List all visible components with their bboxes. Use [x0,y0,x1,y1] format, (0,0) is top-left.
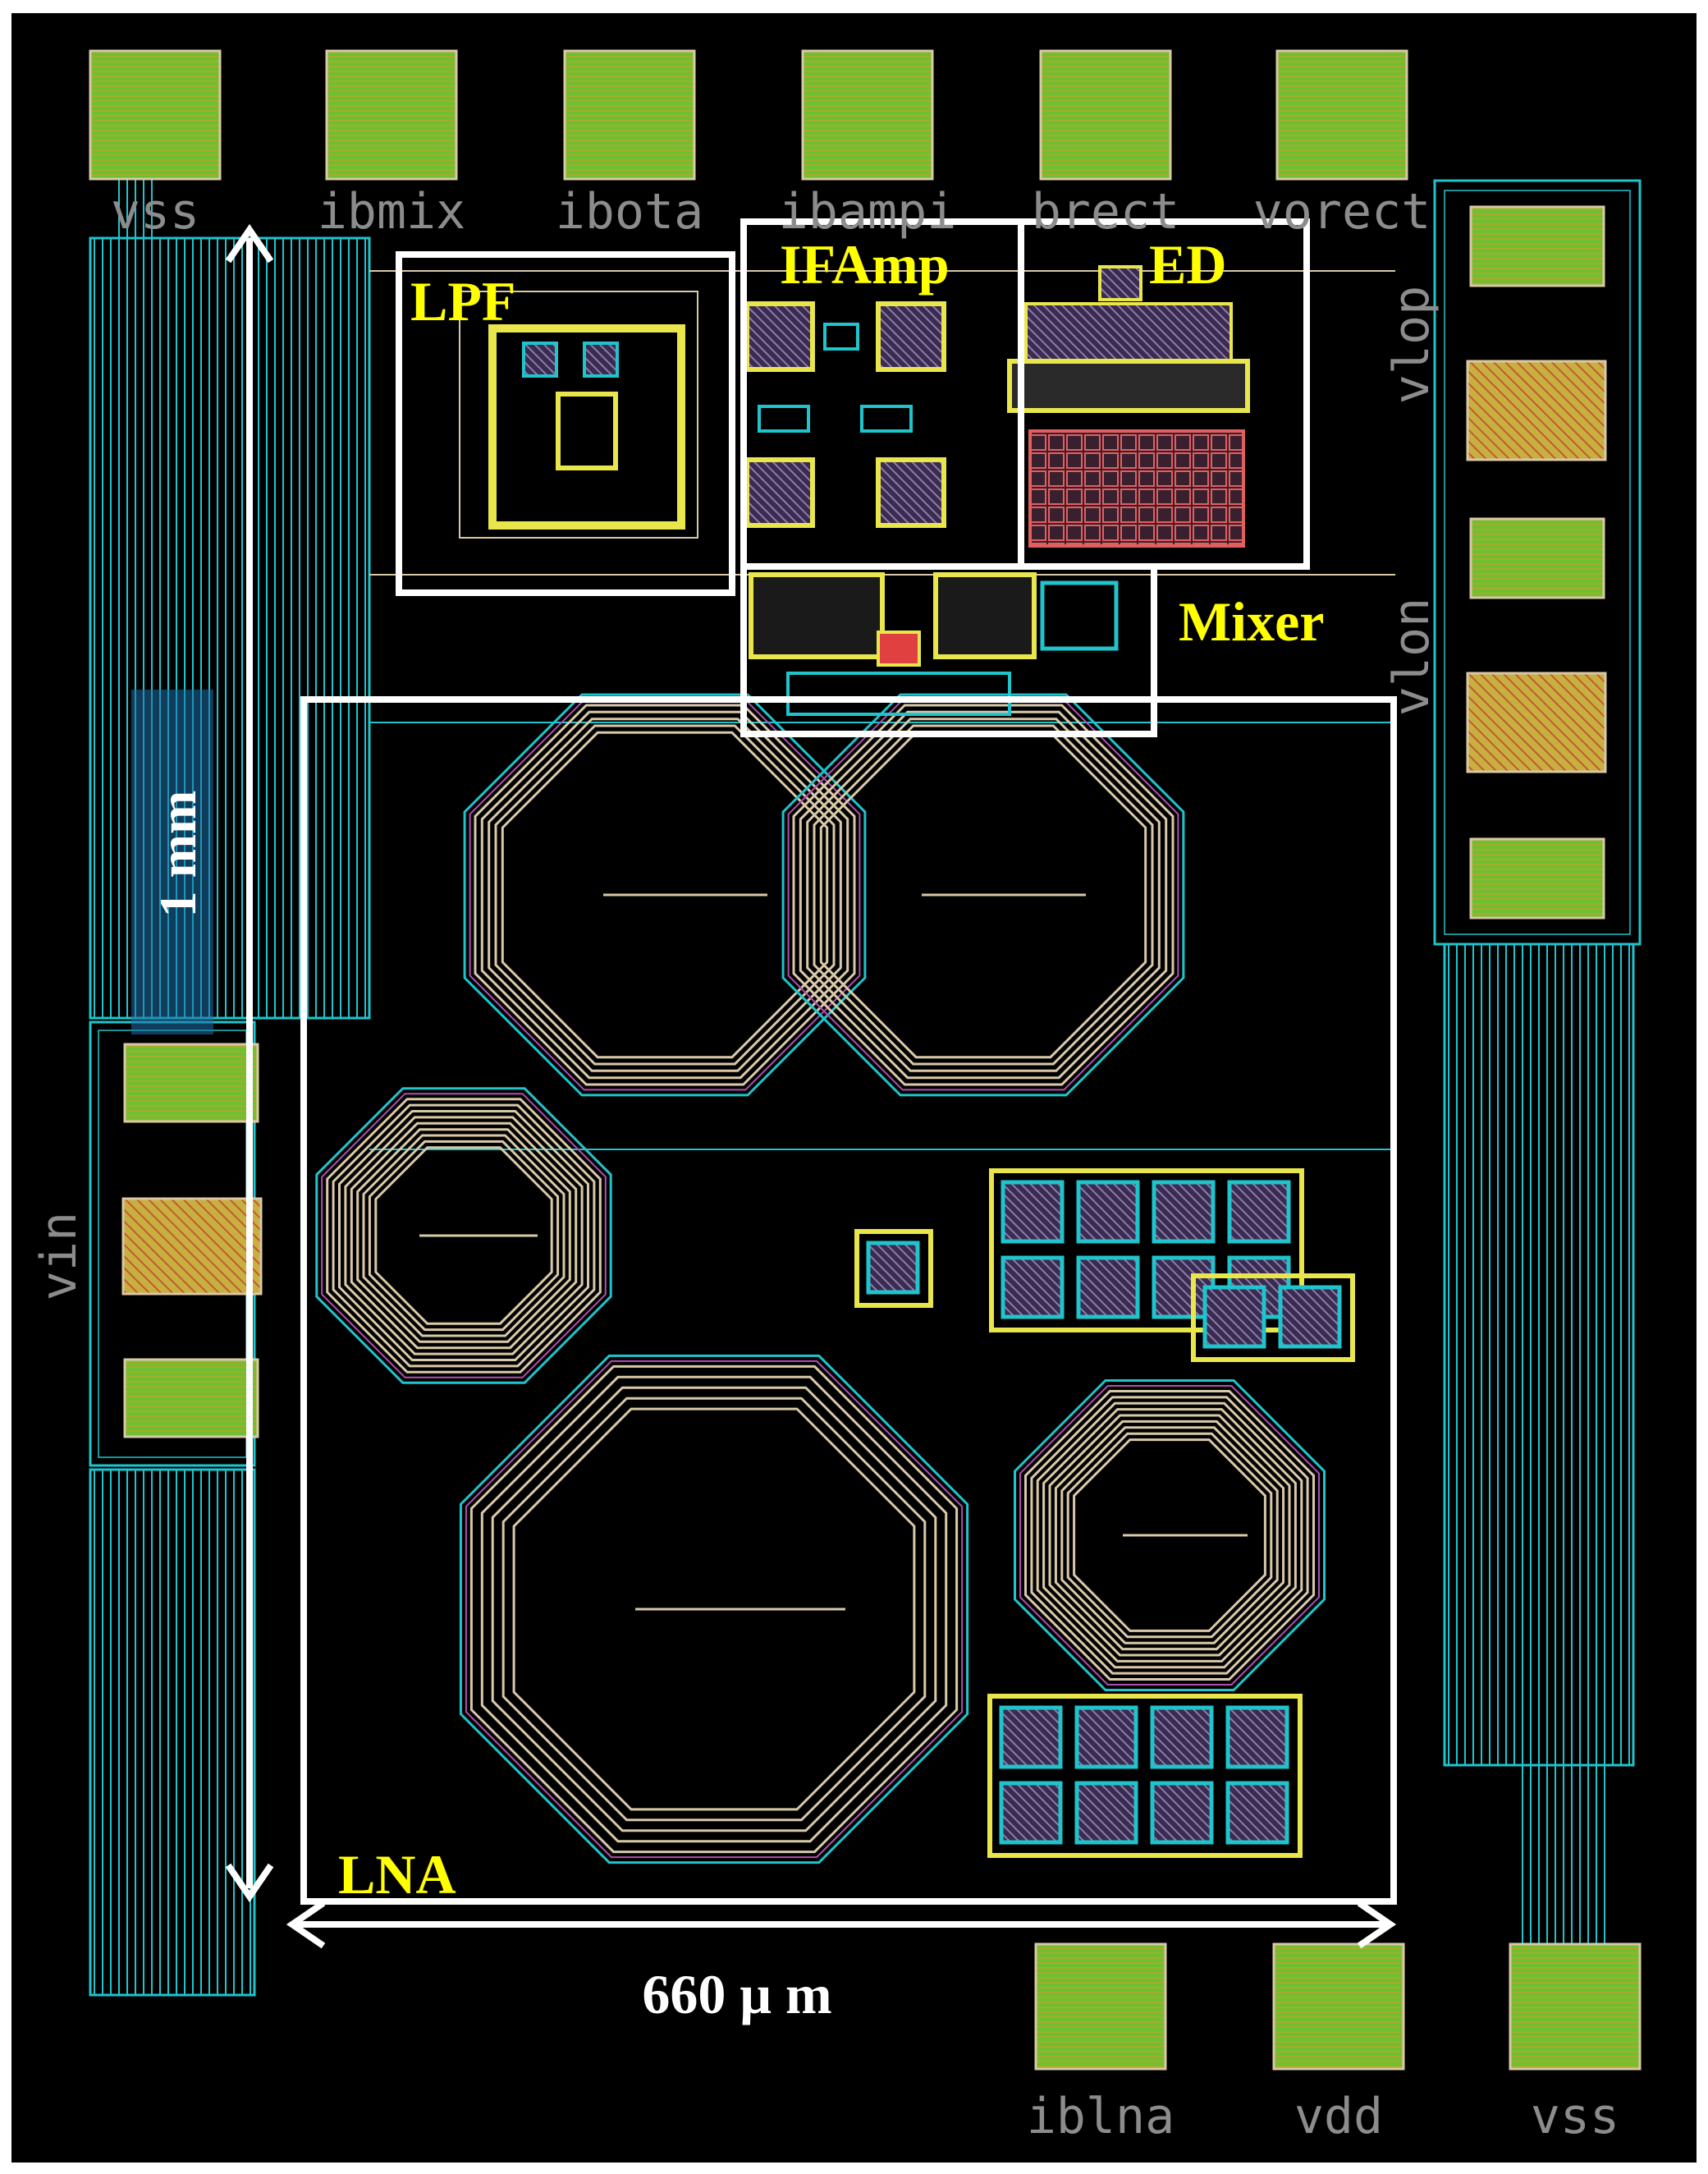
ifamp-label: IFAmp [780,233,950,296]
ifamp-circuit [744,301,946,528]
ed-circuit [1007,265,1250,548]
bond-pad-icon [123,1043,259,1123]
pin-label-vlon: vlon [1383,598,1440,717]
capacitor-array-icon [1225,1781,1289,1845]
bottom-pad-row [1034,1942,1642,2071]
lna-capacitor-arrays [854,1168,1355,1858]
bond-pad-icon [1275,49,1408,181]
bond-pad-icon [801,49,934,181]
pin-label-ibota: ibota [556,183,704,241]
lna-frame [300,696,1397,1905]
bond-pad-icon [1272,1942,1405,2071]
lna-label: LNA [338,1843,456,1906]
pin-label-brect: brect [1032,183,1180,241]
capacitor-array-icon [1150,1705,1214,1769]
capacitor-array-icon [876,301,946,372]
inductor-icon [781,693,1185,1097]
bond-pad-icon [325,49,458,181]
bond-pad-icon [1509,1942,1642,2071]
right-side-pads [1466,205,1607,920]
capacitor-array-icon [876,457,946,528]
pin-label-iblna: iblna [1027,2088,1175,2145]
capacitor-array-icon [999,1705,1063,1769]
pin-label-vdd: vdd [1294,2088,1383,2145]
block-frames [300,218,1397,1905]
inductor-group [315,693,1326,1864]
capacitor-array-icon [744,301,815,372]
mixer-frame [740,563,1157,737]
bond-pad-icon [1469,517,1605,599]
capacitor-array-icon [1001,1180,1065,1244]
bond-pad-icon [563,49,696,181]
capacitor-array-icon [744,457,815,528]
capacitor-array-icon [1076,1255,1140,1319]
height-dimension: 1 mm [131,223,274,1903]
bond-pad-icon [1039,49,1172,181]
capacitor-array-icon [1074,1781,1138,1845]
capacitor-array-icon [583,342,619,378]
bond-pad-icon [1034,1942,1167,2071]
ed-frame [1018,218,1310,570]
ed-label: ED [1149,233,1226,296]
width-dimension-label: 660 μ m [642,1963,831,2025]
pin-label-ibampi: ibampi [779,183,957,241]
inductor-icon [1014,1379,1326,1691]
right-bus-lower [1443,943,1635,1954]
pin-label-ibmix: ibmix [318,183,466,241]
inductor-icon [315,1087,612,1384]
bond-pad-icon [1466,360,1607,461]
capacitor-array-icon [1202,1285,1266,1349]
pin-label-vss: vss [111,183,199,241]
capacitor-array-icon [999,1781,1063,1845]
pin-label-vss: vss [1531,2088,1619,2145]
inductor-icon [459,1354,969,1864]
capacitor-array-icon [1150,1781,1214,1845]
pin-label-vin: vin [30,1212,88,1300]
capacitor-array-icon [1225,1705,1289,1769]
capacitor-array-icon [1227,1180,1291,1244]
bond-pad-icon [1466,672,1607,773]
lpf-frame [396,251,735,596]
pin-label-vorect: vorect [1253,183,1431,241]
bottom-pin-labels: iblna vdd vss [1027,2088,1620,2145]
height-dimension-label: 1 mm [149,791,207,918]
capacitor-array-icon [1076,1180,1140,1244]
capacitor-array-icon [1278,1285,1342,1349]
capacitor-array-icon [1074,1705,1138,1769]
pin-label-vlop: vlop [1383,286,1440,405]
bond-pad-icon [1469,837,1605,920]
width-dimension: 660 μ m [286,1900,1397,2025]
capacitor-array-icon [522,342,558,378]
capacitor-array-icon [1001,1255,1065,1319]
mixer-circuit [749,572,1119,716]
capacitor-array-icon [866,1241,920,1295]
bond-pad-icon [89,49,222,181]
lpf-label: LPF [410,270,515,333]
lpf-circuit [459,291,698,539]
left-bus-lower [89,1468,256,1997]
capacitor-array-icon [1028,429,1245,548]
bond-pad-icon [121,1197,263,1296]
top-pad-row [89,49,1408,181]
top-pin-labels: vss ibmix ibota ibampi brect vorect [111,183,1431,241]
left-side-pads [121,1043,263,1438]
mixer-label: Mixer [1179,590,1324,653]
capacitor-array-icon [1152,1180,1216,1244]
bond-pad-icon [1469,205,1605,287]
bond-pad-icon [123,1358,259,1438]
capacitor-array-icon [1024,302,1233,363]
